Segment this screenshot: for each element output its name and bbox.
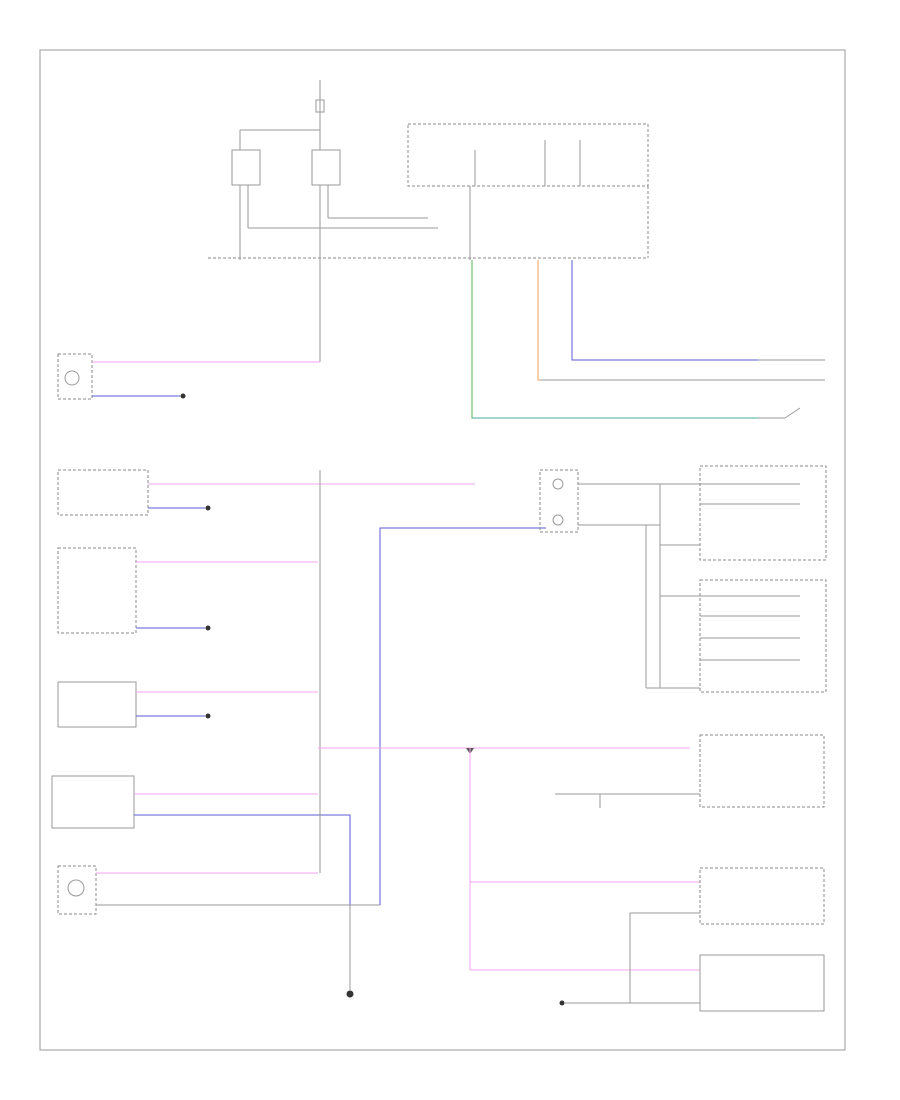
lower-distribution <box>318 734 825 1012</box>
component-3-box <box>57 547 137 634</box>
illumination-lamp-1 <box>552 478 564 490</box>
seat-module-box <box>699 734 825 808</box>
fuse-symbol <box>315 99 325 113</box>
relay-2-box <box>311 149 341 186</box>
ground-trunk <box>346 527 546 998</box>
blue-wire <box>571 260 758 361</box>
main-ground-point <box>346 990 354 998</box>
component-1-box <box>57 353 93 400</box>
component-4-box <box>57 681 137 728</box>
ground-point-4 <box>205 713 211 719</box>
diagram-frame <box>39 49 846 1051</box>
control-module-box <box>407 123 649 187</box>
right-switches <box>646 465 827 693</box>
left-seat-switch-box <box>699 867 825 925</box>
control-module <box>407 123 649 260</box>
right-seat-switch-box <box>699 954 825 1012</box>
illumination-lamp-2 <box>552 514 564 526</box>
left-switch-panel <box>699 465 827 561</box>
component-6-box <box>57 865 97 915</box>
ground-point-5 <box>559 1000 565 1006</box>
component-2-box <box>57 469 149 516</box>
component-1-symbol <box>64 370 80 386</box>
component-5-box <box>51 775 135 829</box>
relay-1-box <box>231 149 261 186</box>
component-5-blue-wire <box>134 814 351 905</box>
right-switch-panel <box>699 579 827 693</box>
module-signal-wires <box>471 260 825 419</box>
illumination-module <box>539 469 700 688</box>
switch-contact <box>784 407 801 419</box>
ground-point-3 <box>205 625 211 631</box>
ground-point-1 <box>180 393 186 399</box>
power-supply-section <box>231 80 438 260</box>
orange-wire <box>537 260 758 381</box>
left-components <box>51 353 475 915</box>
component-6-symbol <box>67 879 85 897</box>
green-wire <box>471 260 758 419</box>
ground-point-2 <box>205 505 211 511</box>
ground-return-blue-wire <box>379 527 546 905</box>
